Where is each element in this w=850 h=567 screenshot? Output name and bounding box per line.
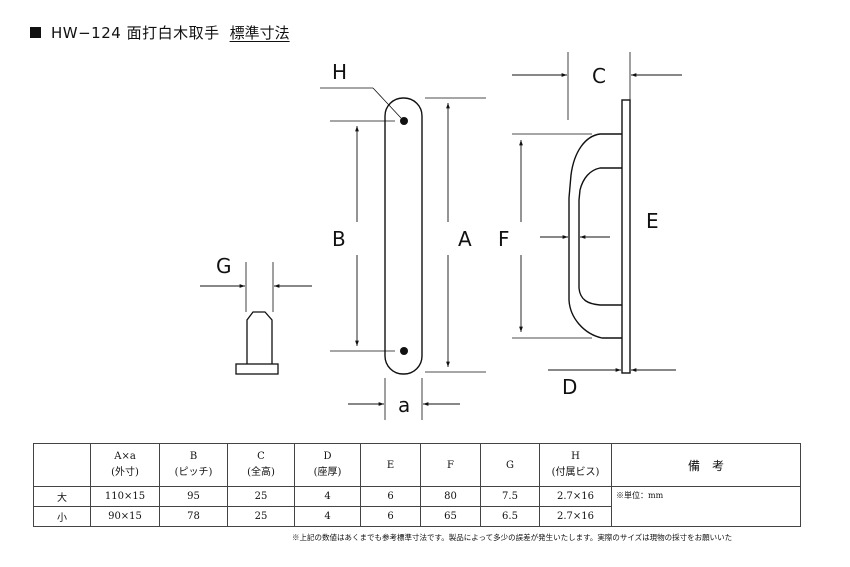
table-header-row: A×a(外寸) B(ピッチ) C(全高) D(座厚) E F G H(付属ビス)…	[33, 443, 801, 487]
header-remarks: 備 考	[611, 443, 801, 487]
label-E: E	[646, 209, 659, 233]
table-cell: 95	[159, 486, 228, 507]
label-B: B	[332, 227, 346, 251]
screw-head	[235, 363, 279, 375]
title-square-icon	[30, 26, 41, 38]
header-E: E	[360, 443, 421, 487]
table-cell: 78	[159, 506, 228, 527]
footnote: ※上記の数値はあくまでも参考標準寸法です。製品によって多少の誤差が発生いたします…	[292, 533, 733, 542]
label-H: H	[332, 60, 347, 84]
table-cell: 110×15	[90, 486, 160, 507]
dimension-drawing: H B A a C F E D G	[200, 52, 682, 420]
label-D: D	[562, 375, 577, 399]
handle-body	[384, 97, 423, 375]
base-plate	[621, 99, 631, 374]
title-subtitle: 標準寸法	[229, 23, 290, 42]
header-B: B(ピッチ)	[159, 443, 228, 487]
header-A: A×a(外寸)	[90, 443, 160, 487]
table-cell: 25	[227, 486, 295, 507]
table-corner-cell	[33, 443, 91, 487]
header-F: F	[420, 443, 481, 487]
row-size-large: 大	[33, 486, 91, 507]
table-cell: 25	[227, 506, 295, 527]
front-extension-lines	[320, 87, 486, 420]
table-cell: 2.7×16	[539, 506, 612, 527]
header-D: D(座厚)	[294, 443, 361, 487]
label-a: a	[398, 393, 410, 417]
table-row: 大 110×15 95 25 4 6 80 7.5 2.7×16 ※単位：mm	[33, 486, 801, 527]
label-C: C	[592, 64, 606, 88]
table-cell: 80	[420, 486, 481, 507]
table-cell: 4	[294, 486, 361, 507]
spec-table: A×a(外寸) B(ピッチ) C(全高) D(座厚) E F G H(付属ビス)…	[33, 443, 801, 527]
table-cell: 90×15	[90, 506, 160, 527]
screw-hole-top	[400, 117, 408, 125]
table-cell: 6.5	[480, 506, 540, 527]
table-cell: 7.5	[480, 486, 540, 507]
screw-shank	[246, 311, 273, 364]
table-cell: 4	[294, 506, 361, 527]
remarks-cell: ※単位：mm	[611, 486, 801, 527]
screw-view	[235, 311, 279, 375]
header-C: C(全高)	[227, 443, 295, 487]
label-G: G	[216, 254, 232, 278]
page-title: HW−124 面打白木取手 標準寸法	[8, 18, 290, 46]
label-F: F	[498, 227, 510, 251]
table-row: 小 90×15 78 25 4 6 65 6.5 2.7×16	[33, 506, 801, 527]
screw-extension-lines	[245, 262, 274, 312]
handle-side-view	[568, 99, 631, 374]
row-size-small: 小	[33, 506, 91, 527]
product-title: HW−124 面打白木取手	[51, 23, 220, 42]
handle-front-view	[384, 97, 423, 375]
label-A: A	[458, 227, 472, 251]
grip-inner	[578, 167, 622, 306]
side-extension-lines	[512, 52, 631, 339]
unit-note: ※単位：mm	[616, 491, 664, 500]
grip-outer	[568, 133, 622, 339]
screw-hole-bottom	[400, 347, 408, 355]
header-G: G	[480, 443, 540, 487]
table-cell: 6	[360, 506, 421, 527]
table-cell: 6	[360, 486, 421, 507]
table-cell: 2.7×16	[539, 486, 612, 507]
header-H: H(付属ビス)	[539, 443, 612, 487]
table-cell: 65	[420, 506, 481, 527]
